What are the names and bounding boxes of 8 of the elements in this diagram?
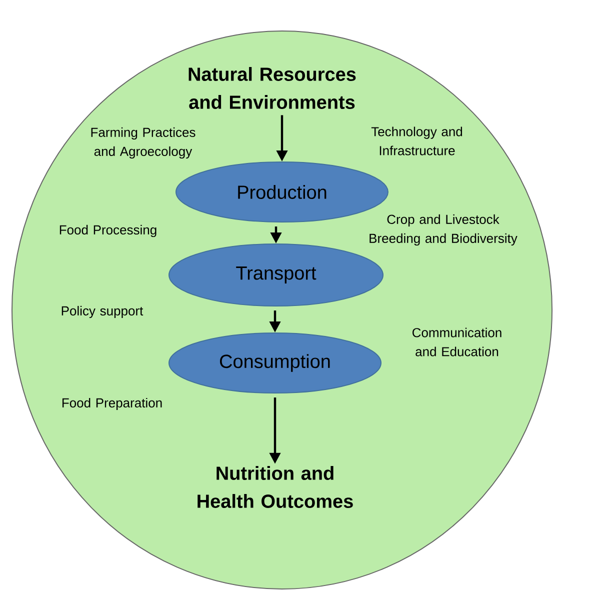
side-label: Technology and Infrastructure xyxy=(371,126,462,156)
side-label: Farming Practices and Agroecology xyxy=(91,127,196,159)
side-label: Food Processing xyxy=(60,224,156,238)
heading-text: Nutrition and Health Outcomes xyxy=(198,466,353,508)
side-label: Policy support xyxy=(62,306,144,318)
side-label: Food Preparation xyxy=(62,398,162,410)
side-label: Communication and Education xyxy=(412,328,502,356)
heading-text: Natural Resources and Environments xyxy=(188,67,356,109)
